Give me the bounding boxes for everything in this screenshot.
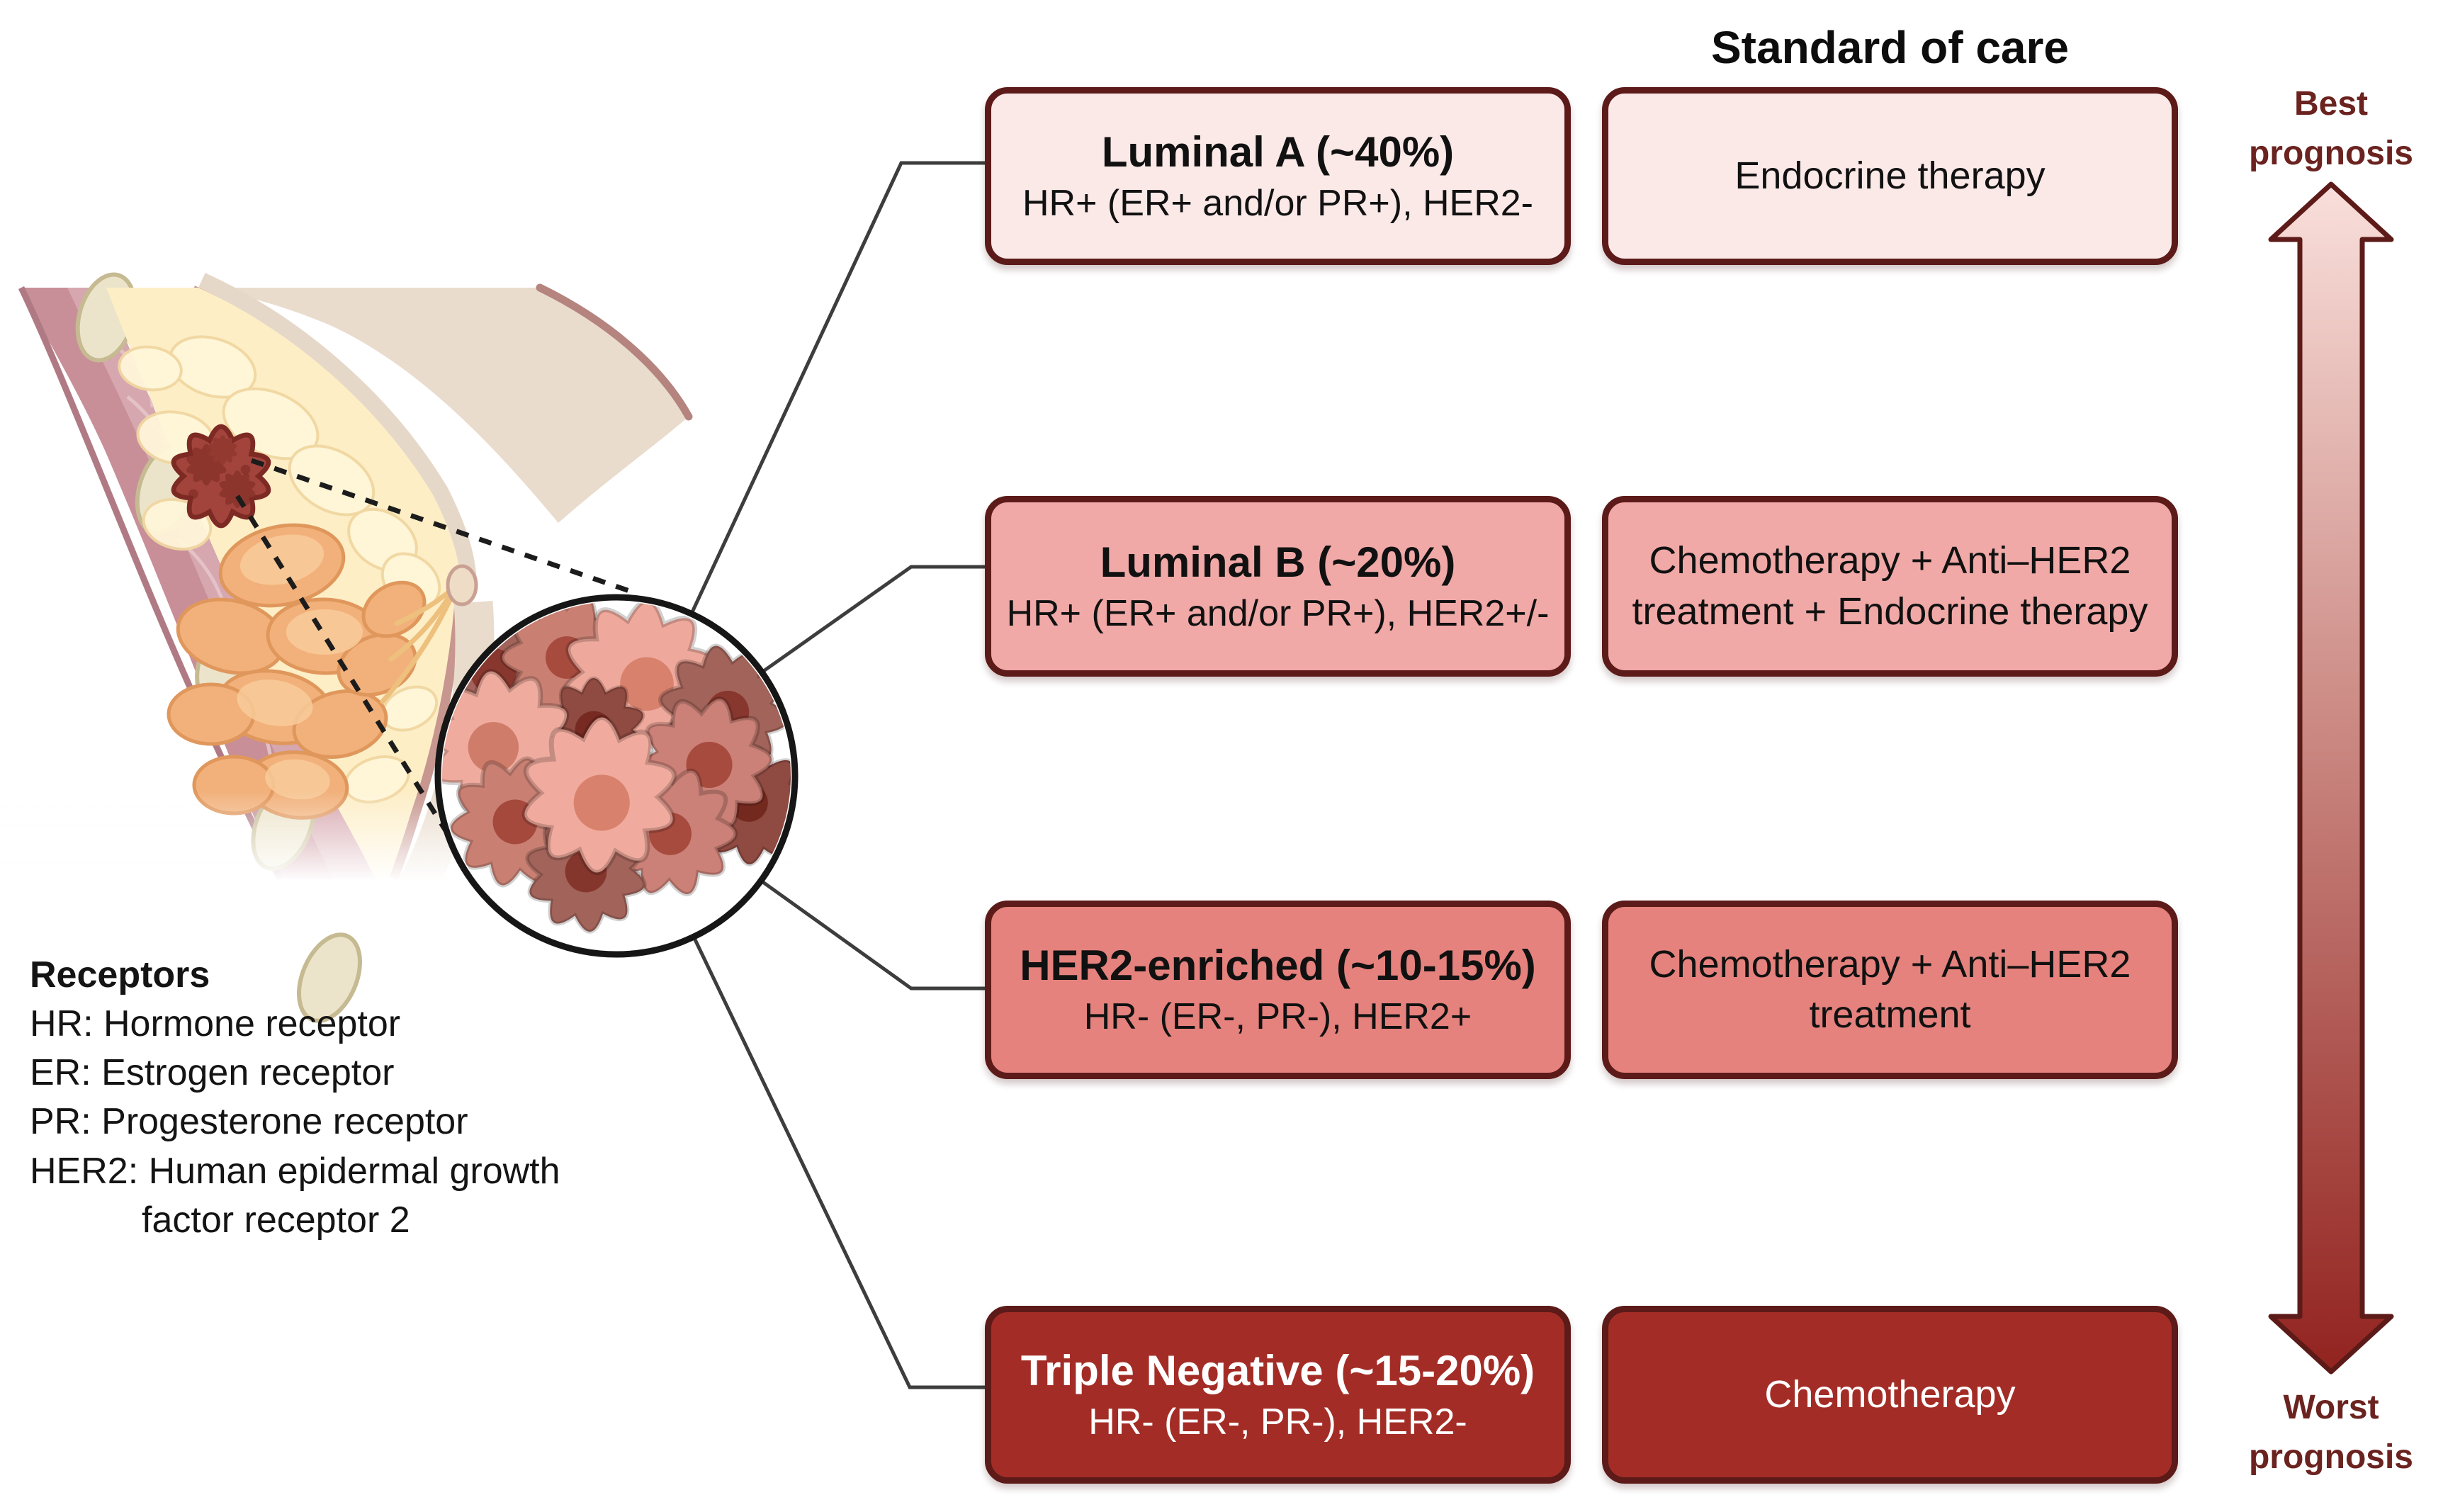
legend-item-her2: HER2: Human epidermal growth — [30, 1150, 560, 1192]
standard-of-care-title: Standard of care — [1710, 22, 2070, 73]
skin-wedge-outline — [536, 283, 693, 421]
nipple — [446, 564, 478, 607]
treatment-box-triple-negative: Chemotherapy — [1602, 1306, 2178, 1484]
skin-wedge — [198, 288, 689, 523]
treatment-text: Endocrine therapy — [1734, 154, 2046, 197]
subtype-receptors: HR- (ER-, PR-), HER2- — [1088, 1401, 1467, 1443]
treatment-text: Chemotherapy — [1764, 1372, 2016, 1416]
treatment-text: treatment — [1809, 993, 1971, 1036]
tumor — [174, 427, 269, 526]
subtype-name: Luminal A (~40%) — [1101, 128, 1455, 176]
subtype-box-her2-enriched: HER2-enriched (~10-15%) HR- (ER-, PR-), … — [985, 901, 1571, 1079]
tumor-cells — [421, 577, 833, 935]
connector-luminal-a — [689, 161, 986, 615]
breast-anatomy-illustration — [0, 272, 794, 1023]
glandular-lobules — [167, 523, 427, 820]
worst-prognosis-line1: Worst — [2283, 1389, 2379, 1426]
treatment-text: Chemotherapy + Anti–HER2 — [1649, 942, 2131, 986]
legend-item-pr: PR: Progesterone receptor — [30, 1101, 468, 1143]
subtype-receptors: HR+ (ER+ and/or PR+), HER2- — [1022, 182, 1534, 224]
subtype-name: Triple Negative (~15-20%) — [1020, 1346, 1535, 1394]
best-prognosis-label: Best prognosis — [2204, 79, 2443, 178]
legend-item-hr: HR: Hormone receptor — [30, 1003, 401, 1045]
connector-luminal-b — [760, 565, 986, 675]
receptors-legend: Receptors HR: Hormone receptor ER: Estro… — [30, 951, 560, 1245]
best-prognosis-line1: Best — [2294, 85, 2369, 123]
treatment-text: Chemotherapy + Anti–HER2 — [1649, 539, 2131, 582]
legend-heading: Receptors — [30, 954, 210, 995]
magnifier-dashed-lines — [235, 458, 639, 845]
treatment-text: treatment + Endocrine therapy — [1632, 589, 2148, 633]
worst-prognosis-line2: prognosis — [2248, 1438, 2413, 1476]
prognosis-arrow — [2268, 181, 2394, 1375]
subtype-receptors: HR+ (ER+ and/or PR+), HER2+/- — [1006, 592, 1550, 634]
connector-triple-negative — [692, 935, 986, 1389]
legend-item-her2-cont: factor receptor 2 — [142, 1199, 410, 1241]
subtype-receptors: HR- (ER-, PR-), HER2+ — [1083, 996, 1472, 1038]
glandular-highlights — [237, 534, 363, 800]
subtype-box-triple-negative: Triple Negative (~15-20%) HR- (ER-, PR-)… — [985, 1306, 1571, 1484]
subtype-box-luminal-a: Luminal A (~40%) HR+ (ER+ and/or PR+), H… — [985, 87, 1571, 265]
treatment-box-luminal-b: Chemotherapy + Anti–HER2 treatment + End… — [1602, 496, 2178, 677]
treatment-box-luminal-a: Endocrine therapy — [1602, 87, 2178, 265]
subtype-box-luminal-b: Luminal B (~20%) HR+ (ER+ and/or PR+), H… — [985, 496, 1571, 677]
connector-lines — [689, 161, 986, 1389]
worst-prognosis-label: Worst prognosis — [2204, 1383, 2443, 1482]
magnifier-circle-outline — [434, 594, 799, 958]
legend-item-er: ER: Estrogen receptor — [30, 1052, 395, 1094]
treatment-box-her2-enriched: Chemotherapy + Anti–HER2 treatment — [1602, 901, 2178, 1079]
subtype-name: HER2-enriched (~10-15%) — [1020, 942, 1536, 990]
best-prognosis-line2: prognosis — [2248, 134, 2413, 172]
subtype-name: Luminal B (~20%) — [1100, 538, 1456, 586]
connector-her2-enriched — [760, 879, 986, 991]
